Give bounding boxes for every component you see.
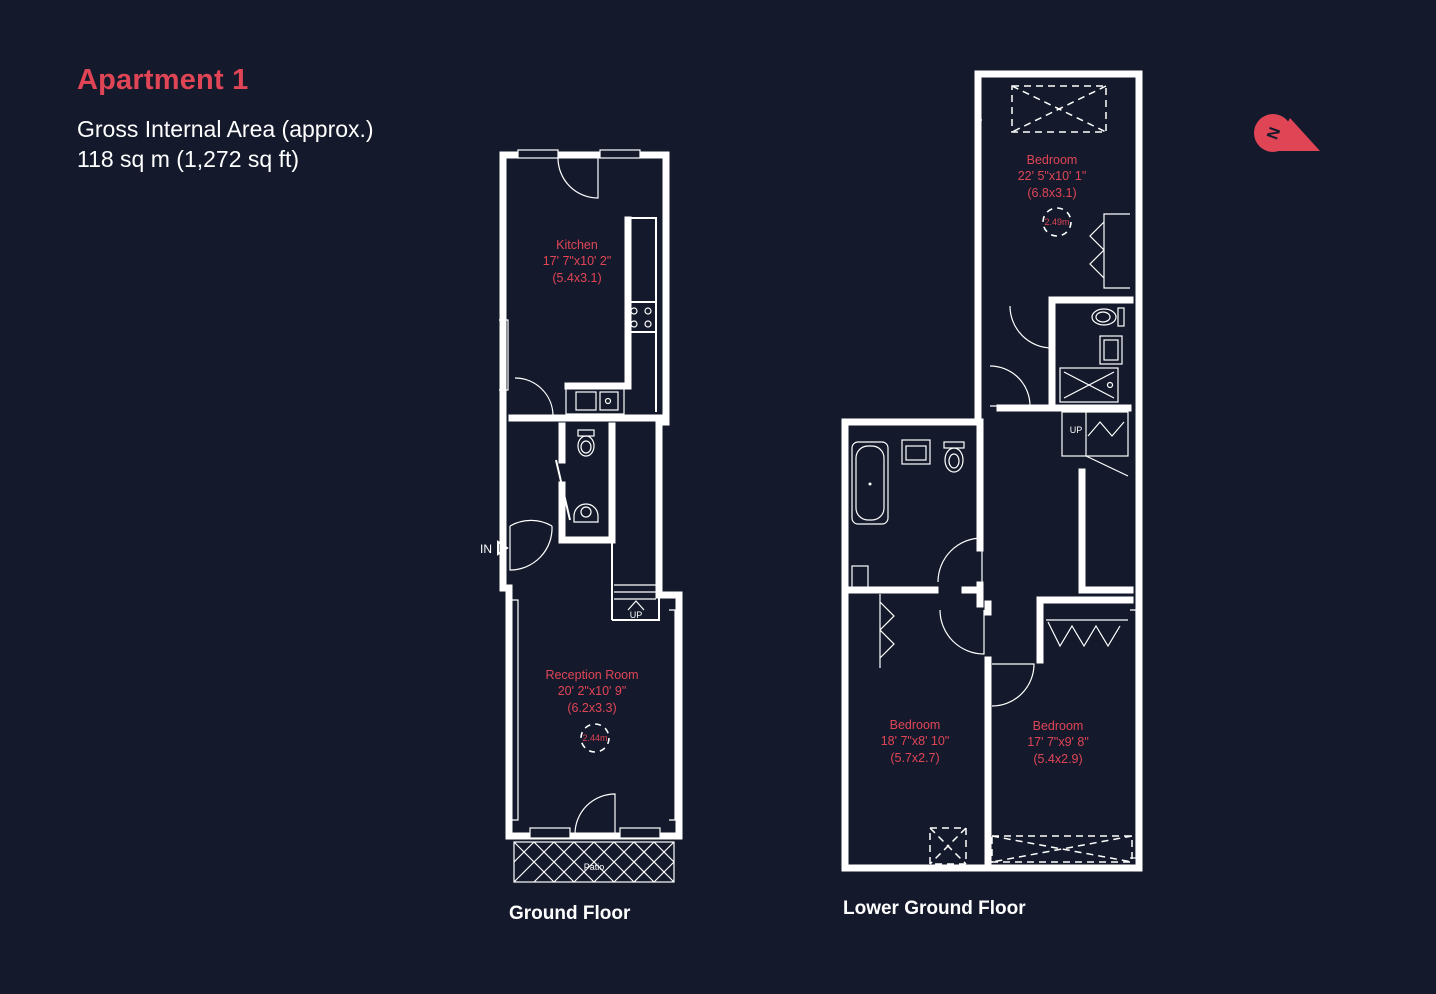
door-left-bedroom[interactable]	[939, 609, 985, 655]
north-letter: N	[1264, 125, 1284, 142]
door-top-bedroom[interactable]	[989, 365, 1031, 407]
rear-window	[619, 827, 661, 839]
lower-ground-floor-label: Lower Ground Floor	[843, 898, 1026, 919]
skylight	[991, 835, 1133, 863]
door-patio[interactable]	[574, 793, 616, 835]
bedroom-left-imperial: 18' 7"x8' 10"	[881, 734, 950, 748]
gross-internal-area-label: Gross Internal Area (approx.)	[77, 116, 374, 142]
lower-ground-floor-plan: UP	[841, 70, 1143, 919]
skylight	[1011, 85, 1107, 133]
bedroom-right-name: Bedroom	[1033, 719, 1084, 733]
skylight	[929, 827, 967, 865]
bedroom-top-metric: (6.8x3.1)	[1027, 186, 1076, 200]
hob-icon	[630, 307, 652, 328]
toilet-icon	[577, 429, 595, 457]
ensuite-basin-icon	[1099, 335, 1123, 365]
door-bathroom[interactable]	[937, 537, 983, 583]
bedroom-top-ceiling-height: 2.49m	[1044, 217, 1069, 227]
ensuite-toilet-icon	[1091, 307, 1125, 327]
window	[512, 599, 519, 821]
wc-walls	[558, 422, 616, 544]
kitchen-name: Kitchen	[556, 238, 598, 252]
reception-name: Reception Room	[545, 668, 638, 682]
ceiling-height-marker	[1042, 207, 1072, 237]
door-kitchen	[557, 157, 599, 199]
window	[517, 149, 559, 159]
bedroom-top-name: Bedroom	[1027, 153, 1078, 167]
ground-floor-label: Ground Floor	[509, 903, 631, 924]
kitchen-sink-icon	[565, 387, 625, 415]
window	[499, 319, 509, 391]
cupboard	[851, 565, 869, 589]
door-ensuite[interactable]	[1009, 305, 1053, 349]
bathroom-toilet-icon	[943, 441, 965, 473]
wardrobe	[1089, 213, 1130, 289]
bedroom-left-name: Bedroom	[890, 718, 941, 732]
bedroom-top-imperial: 22' 5"x10' 1"	[1018, 169, 1087, 183]
stairs	[1061, 411, 1129, 477]
reception-imperial: 20' 2"x10' 9"	[558, 684, 627, 698]
ceiling-height-marker	[580, 723, 610, 753]
bath-icon	[851, 441, 889, 525]
entrance-arrow-icon	[497, 540, 509, 556]
gross-internal-area-value: 118 sq m (1,272 sq ft)	[77, 146, 300, 172]
stairs	[611, 426, 660, 621]
lower-stairs-up-label: UP	[1070, 425, 1083, 435]
bedroom-left-metric: (5.7x2.7)	[890, 751, 939, 765]
rear-window	[529, 827, 571, 839]
basin-icon	[573, 503, 599, 523]
bedroom-right-imperial: 17' 7"x9' 8"	[1027, 735, 1089, 749]
bedroom-right-metric: (5.4x2.9)	[1033, 752, 1082, 766]
wardrobe	[879, 594, 895, 668]
patio-area	[513, 841, 675, 883]
kitchen-wall	[508, 216, 664, 422]
window	[669, 609, 676, 821]
door-wc	[555, 459, 571, 521]
entrance-label: IN	[480, 542, 492, 556]
window	[1130, 609, 1137, 859]
door-hallway	[514, 377, 554, 417]
shower-icon	[1059, 367, 1119, 403]
north-arrow-icon: N	[1254, 114, 1320, 152]
window	[599, 149, 641, 159]
page-title: Apartment 1	[77, 64, 249, 96]
lower-ground-inner-walls	[844, 296, 1134, 868]
patio-label: Patio	[584, 862, 605, 872]
window	[975, 119, 982, 300]
wardrobe	[1046, 619, 1128, 648]
reception-ceiling-height: 2.44m	[582, 733, 607, 743]
reception-metric: (6.2x3.3)	[567, 701, 616, 715]
kitchen-metric: (5.4x3.1)	[552, 271, 601, 285]
bathroom-basin-icon	[901, 439, 931, 465]
door-right-bedroom[interactable]	[991, 663, 1035, 707]
entrance-door[interactable]	[509, 519, 553, 571]
lower-ground-outer-wall	[841, 70, 1143, 872]
kitchen-imperial: 17' 7"x10' 2"	[543, 254, 612, 268]
ground-floor-plan: UP IN Patio Kitchen 17' 7"x10' 2" (5.4x3…	[480, 149, 683, 924]
stairs-up-label: UP	[630, 610, 643, 620]
